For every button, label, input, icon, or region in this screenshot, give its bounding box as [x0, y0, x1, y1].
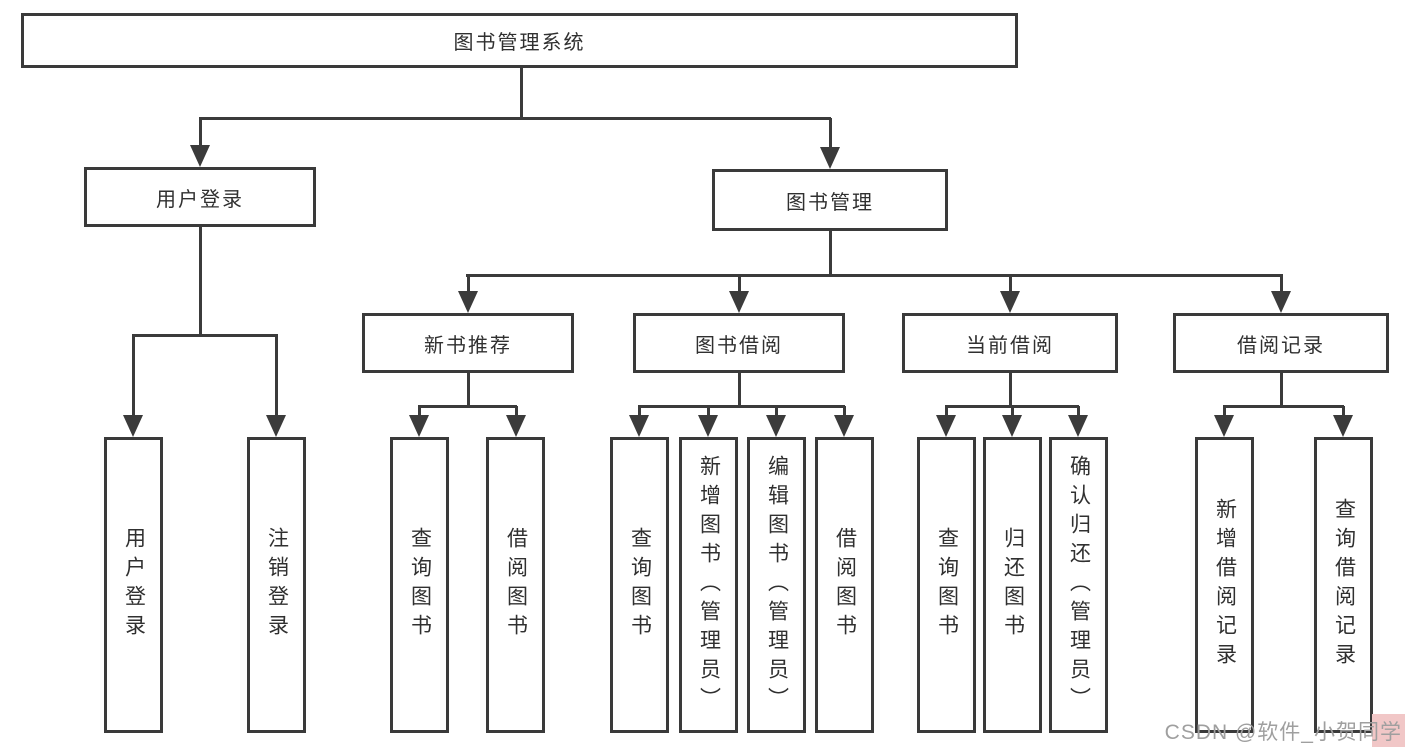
arrow-down-icon: [729, 291, 749, 313]
leaf-return-books: 归还图书: [983, 437, 1042, 733]
arrow-down-icon: [766, 415, 786, 437]
node-book-borrow: 图书借阅: [633, 313, 845, 373]
connector-arrow-line: [843, 406, 846, 423]
arrow-down-icon: [1068, 415, 1088, 437]
connector-elbow-line: [638, 405, 845, 408]
leaf-user-login: 用户登录: [104, 437, 163, 733]
connector-arrow-line: [707, 406, 710, 423]
leaf-edit-books-admin: 编辑图书（管理员）: [747, 437, 806, 733]
connector-arrow-line: [1342, 406, 1345, 423]
connector-arrow-line: [418, 406, 421, 423]
connector-arrow-line: [199, 118, 202, 153]
leaf-borrow-books: 借阅图书: [815, 437, 874, 733]
arrow-down-icon: [266, 415, 286, 437]
connector-arrow-line: [945, 406, 948, 423]
connector-stem-line: [1009, 373, 1012, 408]
arrow-down-icon: [1214, 415, 1234, 437]
watermark-highlight: [1372, 714, 1405, 747]
connector-elbow-line: [1223, 405, 1344, 408]
connector-stem-line: [829, 231, 832, 277]
connector-stem-line: [467, 373, 470, 408]
connector-elbow-line: [466, 274, 1283, 277]
connector-stem-line: [1280, 373, 1283, 408]
node-user-login-branch: 用户登录: [84, 167, 316, 227]
connector-arrow-line: [738, 275, 741, 299]
connector-stem-line: [520, 68, 523, 120]
arrow-down-icon: [123, 415, 143, 437]
arrow-down-icon: [458, 291, 478, 313]
arrow-down-icon: [190, 145, 210, 167]
node-book-management-branch: 图书管理: [712, 169, 948, 231]
connector-arrow-line: [829, 118, 832, 155]
connector-elbow-line: [199, 117, 831, 120]
connector-arrow-line: [1280, 275, 1283, 299]
arrow-down-icon: [506, 415, 526, 437]
connector-arrow-line: [775, 406, 778, 423]
leaf-confirm-return-admin: 确认归还（管理员）: [1049, 437, 1108, 733]
connector-arrow-line: [275, 335, 278, 423]
leaf-query-borrow-record: 查询借阅记录: [1314, 437, 1373, 733]
node-borrow-records: 借阅记录: [1173, 313, 1389, 373]
leaf-add-books-admin: 新增图书（管理员）: [679, 437, 738, 733]
arrow-down-icon: [834, 415, 854, 437]
leaf-borrow-books-recommend: 借阅图书: [486, 437, 545, 733]
connector-arrow-line: [467, 275, 470, 299]
arrow-down-icon: [820, 147, 840, 169]
arrow-down-icon: [1333, 415, 1353, 437]
connector-arrow-line: [132, 335, 135, 423]
connector-elbow-line: [418, 405, 517, 408]
leaf-query-books-borrow: 查询图书: [610, 437, 669, 733]
node-library-system: 图书管理系统: [21, 13, 1018, 68]
arrow-down-icon: [629, 415, 649, 437]
arrow-down-icon: [698, 415, 718, 437]
connector-arrow-line: [1011, 406, 1014, 423]
connector-stem-line: [738, 373, 741, 408]
node-new-book-recommend: 新书推荐: [362, 313, 574, 373]
connector-arrow-line: [515, 406, 518, 423]
node-current-borrow: 当前借阅: [902, 313, 1118, 373]
leaf-logout: 注销登录: [247, 437, 306, 733]
watermark-text: CSDN @软件_小贺同学: [1164, 721, 1402, 744]
arrow-down-icon: [409, 415, 429, 437]
arrow-down-icon: [1271, 291, 1291, 313]
connector-arrow-line: [1009, 275, 1012, 299]
connector-arrow-line: [638, 406, 641, 423]
connector-arrow-line: [1223, 406, 1226, 423]
leaf-add-borrow-record: 新增借阅记录: [1195, 437, 1254, 733]
connector-arrow-line: [1077, 406, 1080, 423]
connector-stem-line: [199, 227, 202, 337]
leaf-query-books-recommend: 查询图书: [390, 437, 449, 733]
arrow-down-icon: [936, 415, 956, 437]
leaf-query-books-current: 查询图书: [917, 437, 976, 733]
arrow-down-icon: [1002, 415, 1022, 437]
connector-elbow-line: [132, 334, 278, 337]
arrow-down-icon: [1000, 291, 1020, 313]
